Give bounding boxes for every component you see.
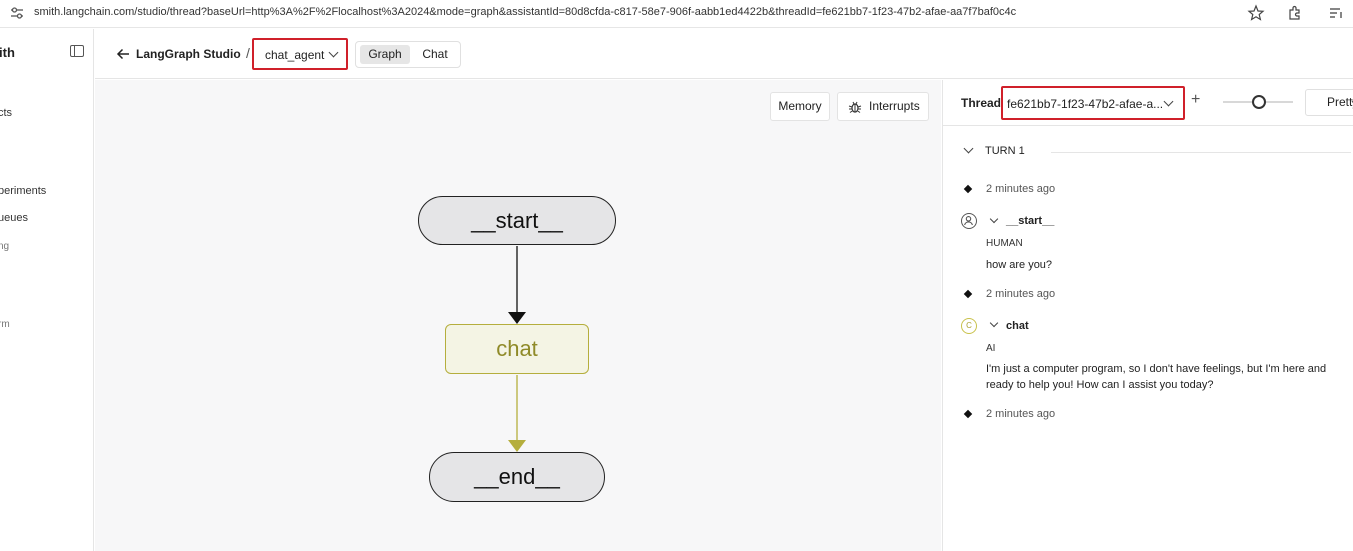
graph-edges — [508, 246, 526, 452]
checkpoint-time: 2 minutes ago — [986, 288, 1056, 300]
graph-node-end[interactable]: __end__ — [429, 452, 605, 502]
thread-toolbar: Thread fe621bb7-1f23-47b2-afae-a... + Pr… — [943, 80, 1353, 126]
step-node-name: __start__ — [1006, 215, 1055, 227]
site-settings-icon[interactable] — [10, 6, 24, 20]
sidebar-item-platform[interactable]: rm — [0, 319, 10, 330]
turn-label: TURN 1 — [985, 145, 1025, 157]
memory-button[interactable]: Memory — [770, 92, 830, 121]
graph-canvas[interactable]: Memory Interrupts __start__ chat __end__ — [95, 80, 941, 551]
sidebar-item-experiments[interactable]: periments — [0, 185, 47, 197]
message-content[interactable]: I'm just a computer program, so I don't … — [986, 363, 1327, 391]
graph-node-start[interactable]: __start__ — [418, 196, 616, 245]
view-format-label: Pretty — [1327, 95, 1353, 109]
checkpoint-diamond-icon[interactable] — [963, 409, 973, 419]
message-role: AI — [986, 343, 996, 354]
step-node-name: chat — [1006, 320, 1029, 332]
thread-select[interactable]: fe621bb7-1f23-47b2-afae-a... — [1001, 86, 1185, 120]
person-icon — [961, 213, 977, 229]
detail-slider[interactable] — [1223, 94, 1293, 110]
graph-node-chat[interactable]: chat — [445, 324, 589, 374]
tab-chat[interactable]: Chat — [422, 47, 448, 61]
interrupts-label: Interrupts — [869, 99, 920, 113]
message-content[interactable]: how are you? — [986, 259, 1053, 271]
checkpoint-diamond-icon[interactable] — [963, 184, 973, 194]
view-mode-toggle: Graph Chat — [355, 41, 461, 68]
sidebar-collapse-icon[interactable] — [70, 45, 84, 57]
checkpoint-time: 2 minutes ago — [986, 183, 1056, 195]
checkpoint-time: 2 minutes ago — [986, 408, 1056, 420]
left-sidebar: ith cts periments ueues ng rm — [0, 29, 94, 551]
extensions-puzzle-icon[interactable] — [1286, 4, 1304, 22]
bookmark-star-icon[interactable] — [1247, 4, 1265, 22]
browser-address-bar: smith.langchain.com/studio/thread?baseUr… — [0, 0, 1353, 28]
thread-select-label: fe621bb7-1f23-47b2-afae-a... — [1007, 97, 1164, 111]
sidebar-item-section: ng — [0, 241, 10, 252]
chevron-down-icon[interactable] — [989, 214, 999, 224]
ai-avatar-icon: C — [961, 318, 977, 334]
interrupts-button[interactable]: Interrupts — [837, 92, 929, 121]
bug-icon — [848, 101, 862, 113]
sidebar-item-queues[interactable]: ueues — [0, 212, 28, 224]
turn-header[interactable]: TURN 1 — [963, 143, 1353, 160]
turn-divider — [1051, 152, 1351, 153]
view-format-select[interactable]: Pretty — [1305, 89, 1353, 116]
breadcrumb-separator: / — [246, 45, 250, 61]
thread-label: Thread — [961, 96, 1002, 110]
edge-start-chat-arrow — [508, 312, 526, 324]
thread-panel: Thread fe621bb7-1f23-47b2-afae-a... + Pr… — [942, 80, 1353, 551]
chevron-down-icon — [328, 47, 339, 58]
chevron-down-icon[interactable] — [963, 143, 974, 154]
sidebar-brand: ith — [0, 45, 15, 60]
studio-header: LangGraph Studio / chat_agent Graph Chat — [95, 29, 1353, 79]
studio-title[interactable]: LangGraph Studio — [136, 47, 241, 61]
url-text[interactable]: smith.langchain.com/studio/thread?baseUr… — [34, 6, 1017, 18]
sidebar-item-projects[interactable]: cts — [0, 107, 13, 119]
assistant-select-label: chat_agent — [265, 48, 325, 62]
chevron-down-icon[interactable] — [989, 318, 999, 328]
chevron-down-icon — [1163, 96, 1174, 107]
slider-thumb[interactable] — [1252, 95, 1266, 109]
edge-chat-end-arrow — [508, 440, 526, 452]
assistant-select[interactable]: chat_agent — [252, 38, 348, 70]
tab-graph[interactable]: Graph — [360, 45, 410, 64]
new-thread-plus-icon[interactable]: + — [1191, 91, 1201, 108]
back-arrow-icon[interactable] — [115, 46, 131, 62]
message-role: HUMAN — [986, 238, 1023, 249]
checkpoint-diamond-icon[interactable] — [963, 289, 973, 299]
reading-list-icon[interactable] — [1327, 4, 1345, 22]
